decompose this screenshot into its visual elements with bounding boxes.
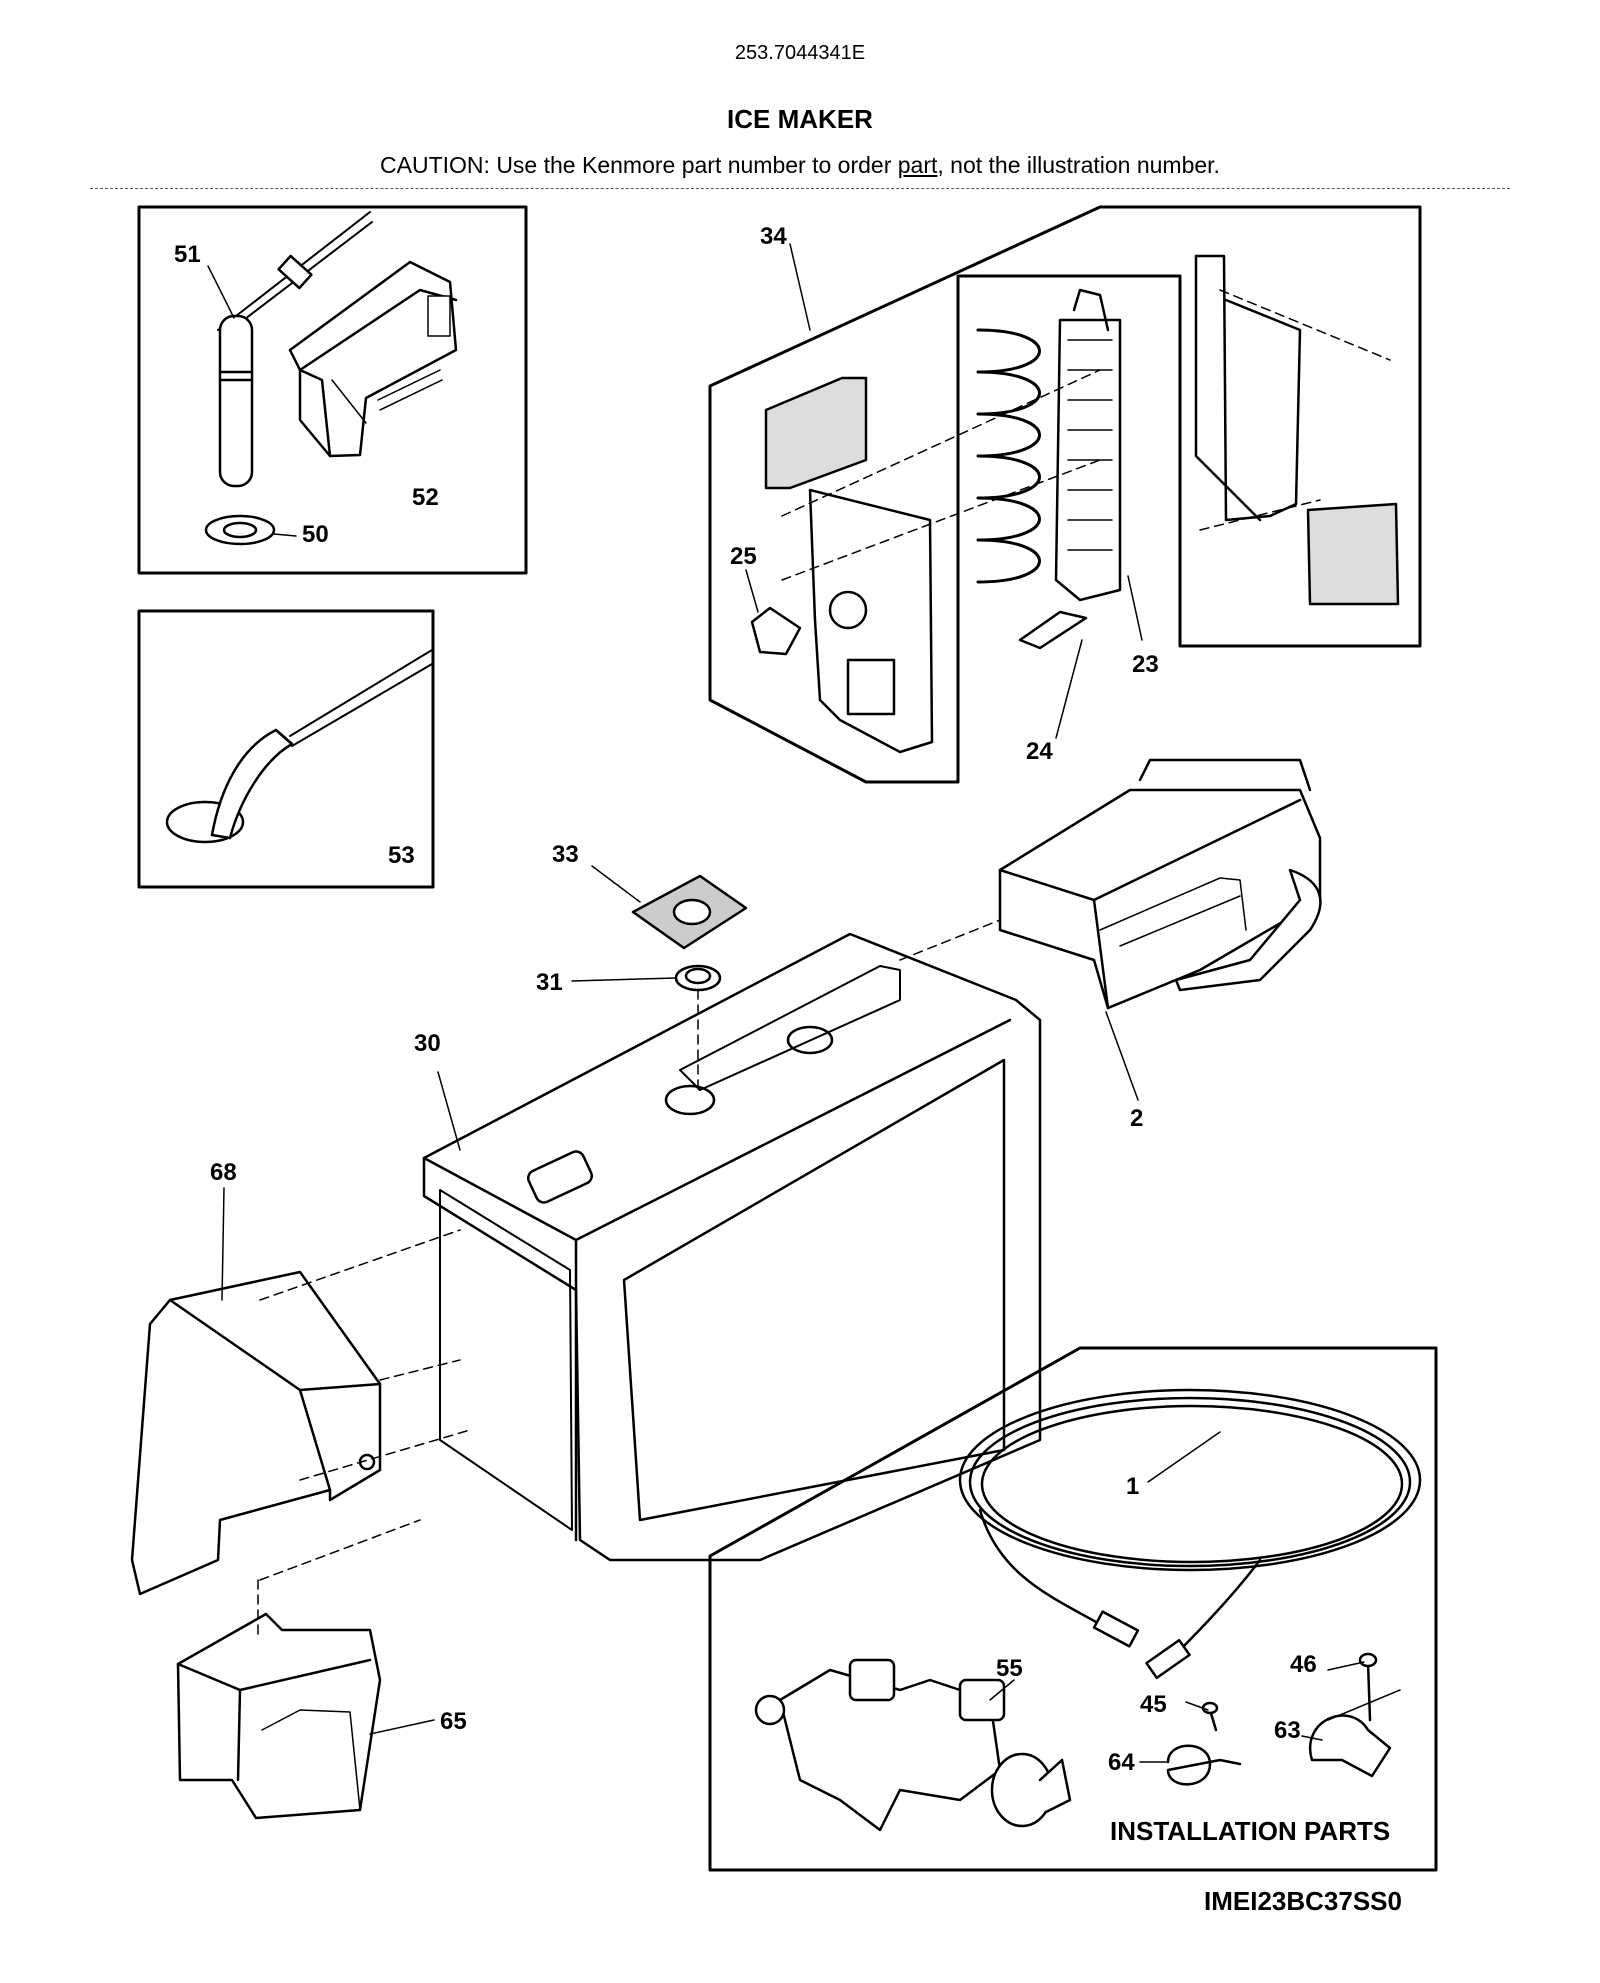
page-title: ICE MAKER: [727, 104, 873, 134]
caution-part-link[interactable]: part: [897, 152, 938, 178]
caution-suffix: , not the illustration number.: [937, 152, 1220, 178]
model-number: 253.7044341E: [734, 42, 866, 64]
callout-50: 50: [302, 521, 329, 548]
caution-note: CAUTION: Use the Kenmore part number to …: [0, 152, 1600, 179]
callout-63: 63: [1274, 1717, 1301, 1744]
callout-25: 25: [730, 543, 757, 570]
callout-34: 34: [760, 223, 787, 250]
ice-bucket-housing: [422, 932, 1042, 1562]
callout-23: 23: [1132, 651, 1159, 678]
callout-64: 64: [1108, 1749, 1135, 1776]
inset-water-fitting: [137, 205, 528, 575]
fitting-31: [674, 964, 722, 992]
callout-51: 51: [174, 241, 201, 268]
callout-labels: 51 52 50 53 34 25 23 24 33 31 30 2 68 65…: [174, 223, 1402, 1916]
callout-46: 46: [1290, 1651, 1317, 1678]
assembly-34-frame: [708, 205, 1422, 784]
callout-52: 52: [412, 484, 439, 511]
callout-30: 30: [414, 1030, 441, 1057]
inset-water-tube: [137, 609, 435, 889]
callout-31: 31: [536, 969, 563, 996]
callout-24: 24: [1026, 738, 1053, 765]
alignment-lines: [257, 919, 1001, 1641]
ice-bin-65: [176, 1612, 382, 1820]
diagram-code: IMEI23BC37SS0: [1204, 1886, 1402, 1916]
callout-68: 68: [210, 1159, 237, 1186]
callout-53: 53: [388, 842, 415, 869]
mounting-plate-33: [631, 874, 748, 950]
callout-55: 55: [996, 1655, 1023, 1682]
callout-2: 2: [1130, 1105, 1143, 1132]
callout-65: 65: [440, 1708, 467, 1735]
installation-parts-frame: [708, 1346, 1438, 1872]
callout-45: 45: [1140, 1691, 1167, 1718]
callout-1: 1: [1126, 1473, 1139, 1500]
callout-leaders: [207, 243, 1365, 1763]
installation-parts-label: INSTALLATION PARTS: [1110, 1816, 1390, 1846]
callout-33: 33: [552, 841, 579, 868]
ice-maker-unit: [998, 758, 1322, 1010]
caution-prefix: CAUTION: Use the Kenmore part number to …: [380, 152, 898, 178]
header-divider: [90, 188, 1510, 189]
front-cover-68: [130, 1270, 382, 1596]
